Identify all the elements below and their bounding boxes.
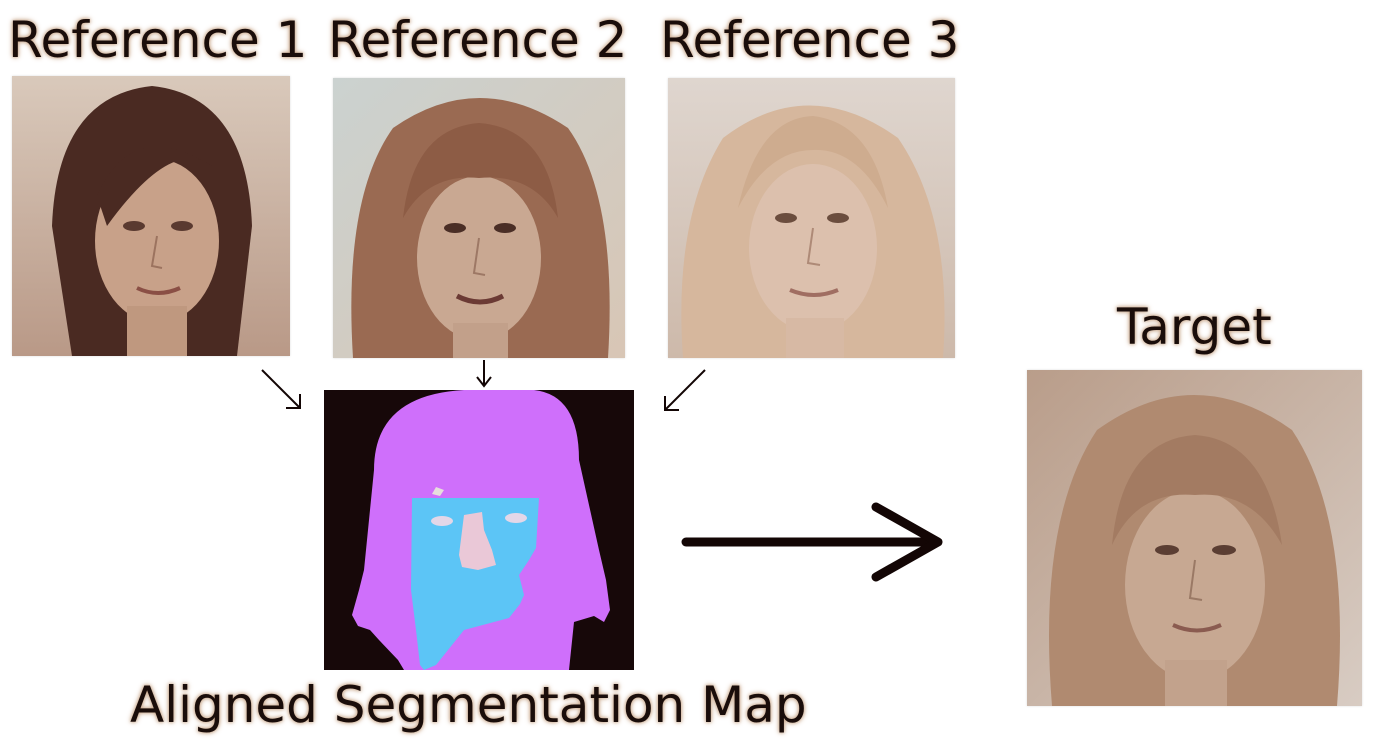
seg-right-eye (505, 513, 527, 523)
segmentation-map-label: Aligned Segmentation Map (130, 676, 807, 734)
target-image (1027, 370, 1362, 706)
target-label: Target (1117, 298, 1272, 356)
arrow-ref2-to-map (476, 360, 492, 388)
arrow-ref3-to-map (664, 369, 706, 411)
seg-skin-region (411, 498, 539, 670)
arrow-map-to-target (681, 502, 943, 582)
arrow-ref1-to-map (261, 369, 301, 409)
reference-3-label: Reference 3 (660, 11, 960, 69)
reference-1-image (12, 76, 290, 356)
seg-left-eye (431, 516, 453, 526)
seg-nose-region (459, 512, 496, 570)
reference-2-image (333, 78, 625, 358)
aligned-segmentation-map (324, 390, 634, 670)
reference-1-label: Reference 1 (8, 11, 308, 69)
reference-2-label: Reference 2 (328, 11, 628, 69)
reference-3-image (668, 78, 955, 358)
